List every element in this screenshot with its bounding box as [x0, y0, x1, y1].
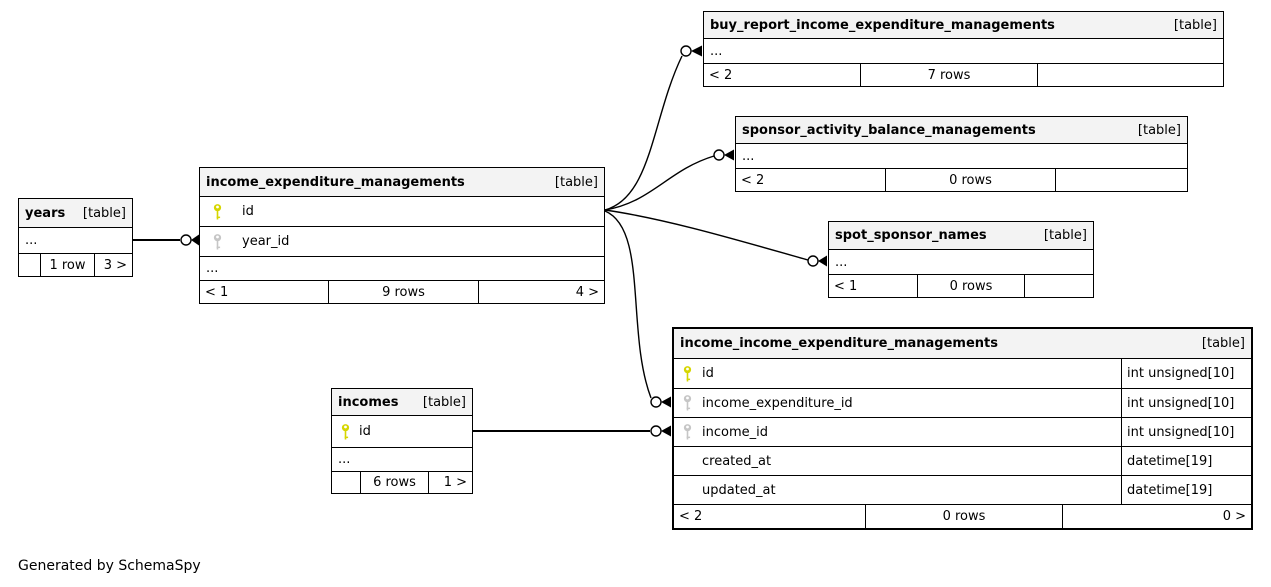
footer-center: 6 rows	[361, 472, 429, 493]
table-badge: [table]	[422, 394, 466, 410]
column-row: updated_at datetime[19]	[674, 475, 1251, 504]
footer-left: < 1	[200, 281, 329, 303]
table-badge: [table]	[1137, 122, 1181, 138]
relationship-incomes-to-iiem	[473, 425, 671, 437]
table-footer: 1 row 3 >	[19, 253, 132, 276]
column-name: year_id	[242, 234, 290, 249]
footer-left: < 2	[736, 169, 886, 191]
footer-right: 3 >	[103, 257, 127, 273]
primary-key-icon	[682, 365, 693, 383]
table-badge: [table]	[1043, 228, 1087, 243]
column-type: int unsigned[10]	[1121, 359, 1251, 388]
column-row: id int unsigned[10]	[674, 359, 1251, 388]
table-header[interactable]: buy_report_income_expenditure_management…	[704, 12, 1223, 38]
footer-right: 0 >	[1222, 509, 1246, 524]
foreign-key-icon	[212, 233, 223, 251]
column-name: id	[359, 424, 371, 439]
table-badge: [table]	[554, 174, 598, 190]
table-header[interactable]: income_expenditure_managements [table]	[200, 168, 604, 196]
footer-center: 9 rows	[329, 281, 479, 303]
column-name: ...	[710, 43, 723, 59]
footer-left	[19, 254, 41, 276]
column-name: income_expenditure_id	[702, 395, 853, 411]
footer-center: 0 rows	[866, 505, 1063, 528]
column-name: created_at	[702, 453, 772, 469]
footer-center: 0 rows	[918, 275, 1025, 297]
footer-left: < 2	[674, 505, 866, 528]
column-name: updated_at	[702, 482, 776, 498]
table-header[interactable]: years [table]	[19, 199, 132, 227]
table-income-expenditure-managements[interactable]: income_expenditure_managements [table] id y…	[199, 167, 605, 304]
table-header[interactable]: sponsor_activity_balance_managements [tab…	[736, 117, 1187, 143]
column-row: year_id	[200, 226, 604, 256]
column-row: created_at datetime[19]	[674, 446, 1251, 475]
table-incomes[interactable]: incomes [table] id... 6 rows 1 >	[331, 388, 473, 494]
column-name: income_id	[702, 424, 768, 440]
column-name: id	[702, 366, 714, 381]
column-name: ...	[338, 452, 351, 467]
primary-key-icon	[212, 203, 223, 221]
footer-left: < 1	[829, 275, 918, 297]
table-income-income-expenditure-managements[interactable]: income_income_expenditure_managements [ta…	[672, 327, 1253, 530]
column-type: datetime[19]	[1121, 476, 1251, 504]
relationship-iem-to-sponsor-activity	[604, 149, 734, 211]
primary-key-icon	[340, 423, 351, 441]
table-badge: [table]	[1173, 17, 1217, 33]
generated-by-note: Generated by SchemaSpy	[18, 558, 201, 574]
table-name: income_expenditure_managements	[206, 174, 465, 190]
column-row: ...	[332, 447, 472, 471]
table-name: buy_report_income_expenditure_management…	[710, 17, 1055, 33]
table-years[interactable]: years [table]...1 row 3 >	[18, 198, 133, 277]
table-buy-report-income-expenditure-managements[interactable]: buy_report_income_expenditure_management…	[703, 11, 1224, 87]
table-name: incomes	[338, 394, 399, 410]
foreign-key-icon	[682, 394, 693, 412]
column-row: ...	[19, 227, 132, 253]
relationship-iem-to-buy-report	[604, 45, 702, 211]
column-name: ...	[206, 261, 219, 276]
relationship-iem-to-spot-sponsor	[604, 209, 827, 267]
column-name: ...	[742, 148, 755, 164]
footer-right: 4 >	[575, 284, 599, 300]
footer-left	[332, 472, 361, 493]
table-header[interactable]: spot_sponsor_names [table]	[829, 222, 1093, 249]
footer-right: 1 >	[443, 475, 467, 490]
table-sponsor-activity-balance-managements[interactable]: sponsor_activity_balance_managements [tab…	[735, 116, 1188, 192]
table-header[interactable]: incomes [table]	[332, 389, 472, 415]
column-name: ...	[25, 233, 38, 248]
relationship-years-to-iem	[133, 234, 199, 246]
table-footer: 6 rows 1 >	[332, 471, 472, 493]
table-badge: [table]	[82, 205, 126, 221]
column-row: income_expenditure_id int unsigned[10]	[674, 388, 1251, 417]
column-row: ...	[736, 143, 1187, 168]
column-row: ...	[704, 38, 1223, 63]
column-type: int unsigned[10]	[1121, 389, 1251, 417]
footer-center: 0 rows	[886, 169, 1056, 191]
column-row: id	[200, 196, 604, 226]
column-type: int unsigned[10]	[1121, 418, 1251, 446]
footer-center: 1 row	[41, 254, 95, 276]
column-row: income_id int unsigned[10]	[674, 417, 1251, 446]
column-name: id	[242, 204, 254, 219]
table-name: income_income_expenditure_managements	[680, 336, 998, 351]
table-name: sponsor_activity_balance_managements	[742, 122, 1036, 138]
footer-center: 7 rows	[861, 64, 1038, 86]
column-type: datetime[19]	[1121, 447, 1251, 475]
relationship-iem-to-iiem	[604, 210, 671, 408]
table-name: years	[25, 205, 66, 221]
table-header[interactable]: income_income_expenditure_managements [ta…	[674, 329, 1251, 359]
table-badge: [table]	[1201, 336, 1245, 351]
footer-left: < 2	[704, 64, 861, 86]
table-name: spot_sponsor_names	[835, 228, 987, 243]
column-row: ...	[829, 249, 1093, 274]
foreign-key-icon	[682, 423, 693, 441]
column-name: ...	[835, 254, 848, 270]
column-row: id	[332, 415, 472, 447]
column-row: ...	[200, 256, 604, 280]
